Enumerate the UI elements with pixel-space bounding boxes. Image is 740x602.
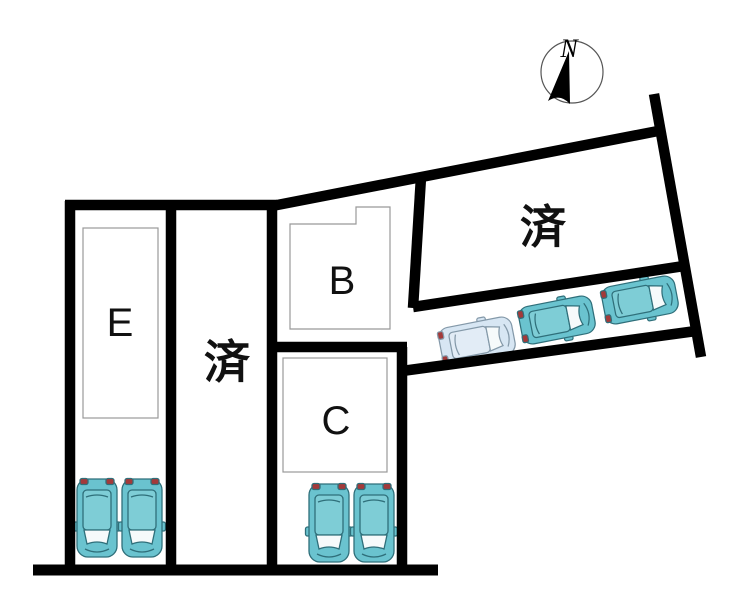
boundary-top-diagonal <box>265 125 660 213</box>
boundary-right-slant <box>648 93 707 358</box>
car-icon <box>117 477 167 558</box>
boundary-parking-row-bottom <box>401 325 697 377</box>
boundary-sold-parcel-left <box>407 176 427 309</box>
compass-circle-icon <box>540 40 604 104</box>
parcel-c-label: C <box>322 399 351 443</box>
compass-needle-icon <box>548 51 570 104</box>
car-icon <box>72 477 122 558</box>
building-b-outline <box>289 206 391 330</box>
parcel-e-label: E <box>107 301 134 345</box>
plot-boundaries <box>33 93 707 576</box>
compass-north-label: N <box>559 34 579 63</box>
boundary-parking-row-top <box>412 260 685 313</box>
car-icon <box>304 482 354 563</box>
sold-label-right: 済 <box>520 201 567 253</box>
car-icon <box>599 275 679 325</box>
car-icon <box>516 295 596 345</box>
building-outlines <box>82 206 391 473</box>
compass: N <box>540 34 604 104</box>
car-icon <box>349 482 399 563</box>
building-c-outline <box>282 357 388 473</box>
building-e-outline <box>82 227 159 419</box>
parcel-b-label: B <box>329 259 356 303</box>
sold-label-middle: 済 <box>204 336 251 388</box>
